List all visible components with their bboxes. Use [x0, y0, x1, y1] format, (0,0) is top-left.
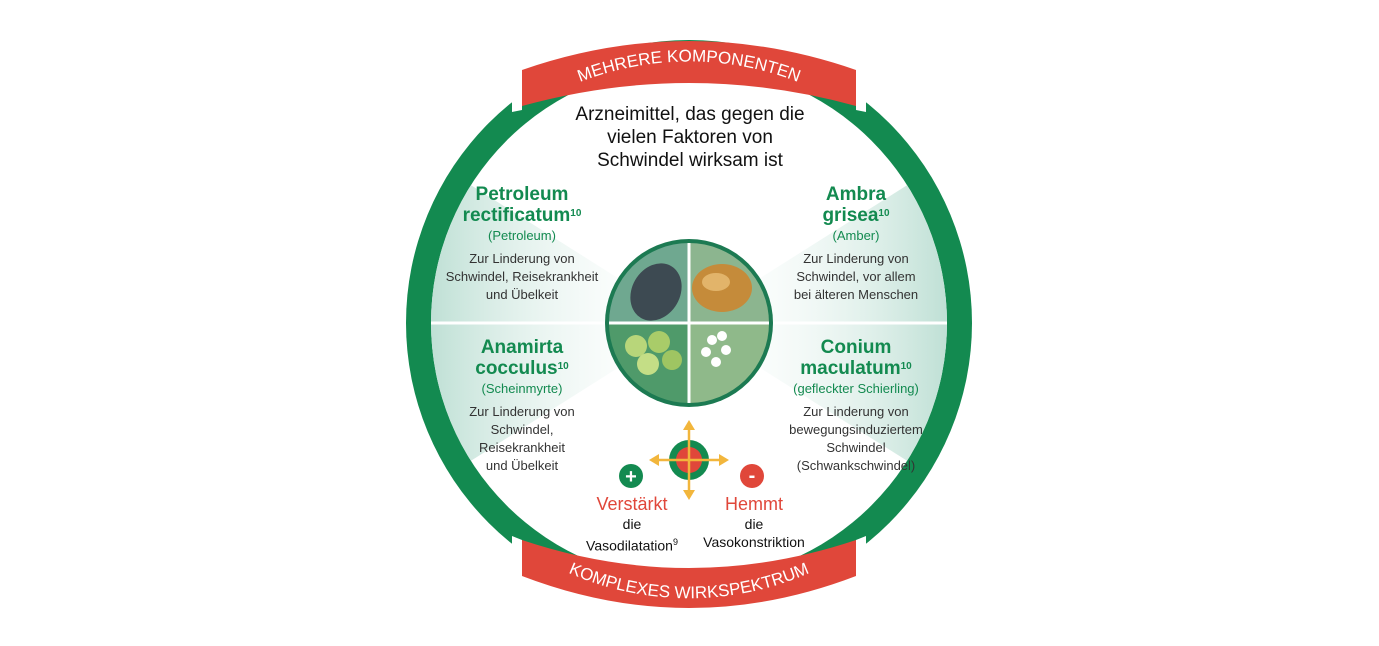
top-banner [522, 41, 856, 106]
effect-line: Vasodilatation9 [586, 537, 678, 554]
effect-title: Verstärkt [596, 494, 668, 514]
plus-icon [619, 464, 643, 488]
target-arrows-icon [649, 420, 729, 500]
plant-common-name: (gefleckter Schierling) [793, 381, 919, 396]
effect-line: Vasokonstriktion [703, 534, 805, 550]
minus-symbol: - [749, 465, 756, 487]
effect-line: die [622, 516, 642, 532]
minus-icon [740, 464, 764, 488]
effect-inhibits: Hemmt die Vasokonstriktion [688, 494, 820, 551]
plant-common-name: (Petroleum) [488, 228, 556, 243]
effect-enhances: Verstärkt die Vasodilatation9 [572, 494, 692, 555]
effect-line: die [744, 516, 764, 532]
plus-symbol: + [625, 466, 637, 488]
center-title: Arzneimittel, das gegen die vielen Fakto… [575, 104, 805, 171]
plant-common-name: (Amber) [832, 228, 880, 243]
bottom-banner [522, 540, 856, 608]
effect-title: Hemmt [725, 494, 783, 514]
medallion-images [609, 243, 769, 403]
plant-common-name: (Scheinmyrte) [481, 381, 563, 396]
